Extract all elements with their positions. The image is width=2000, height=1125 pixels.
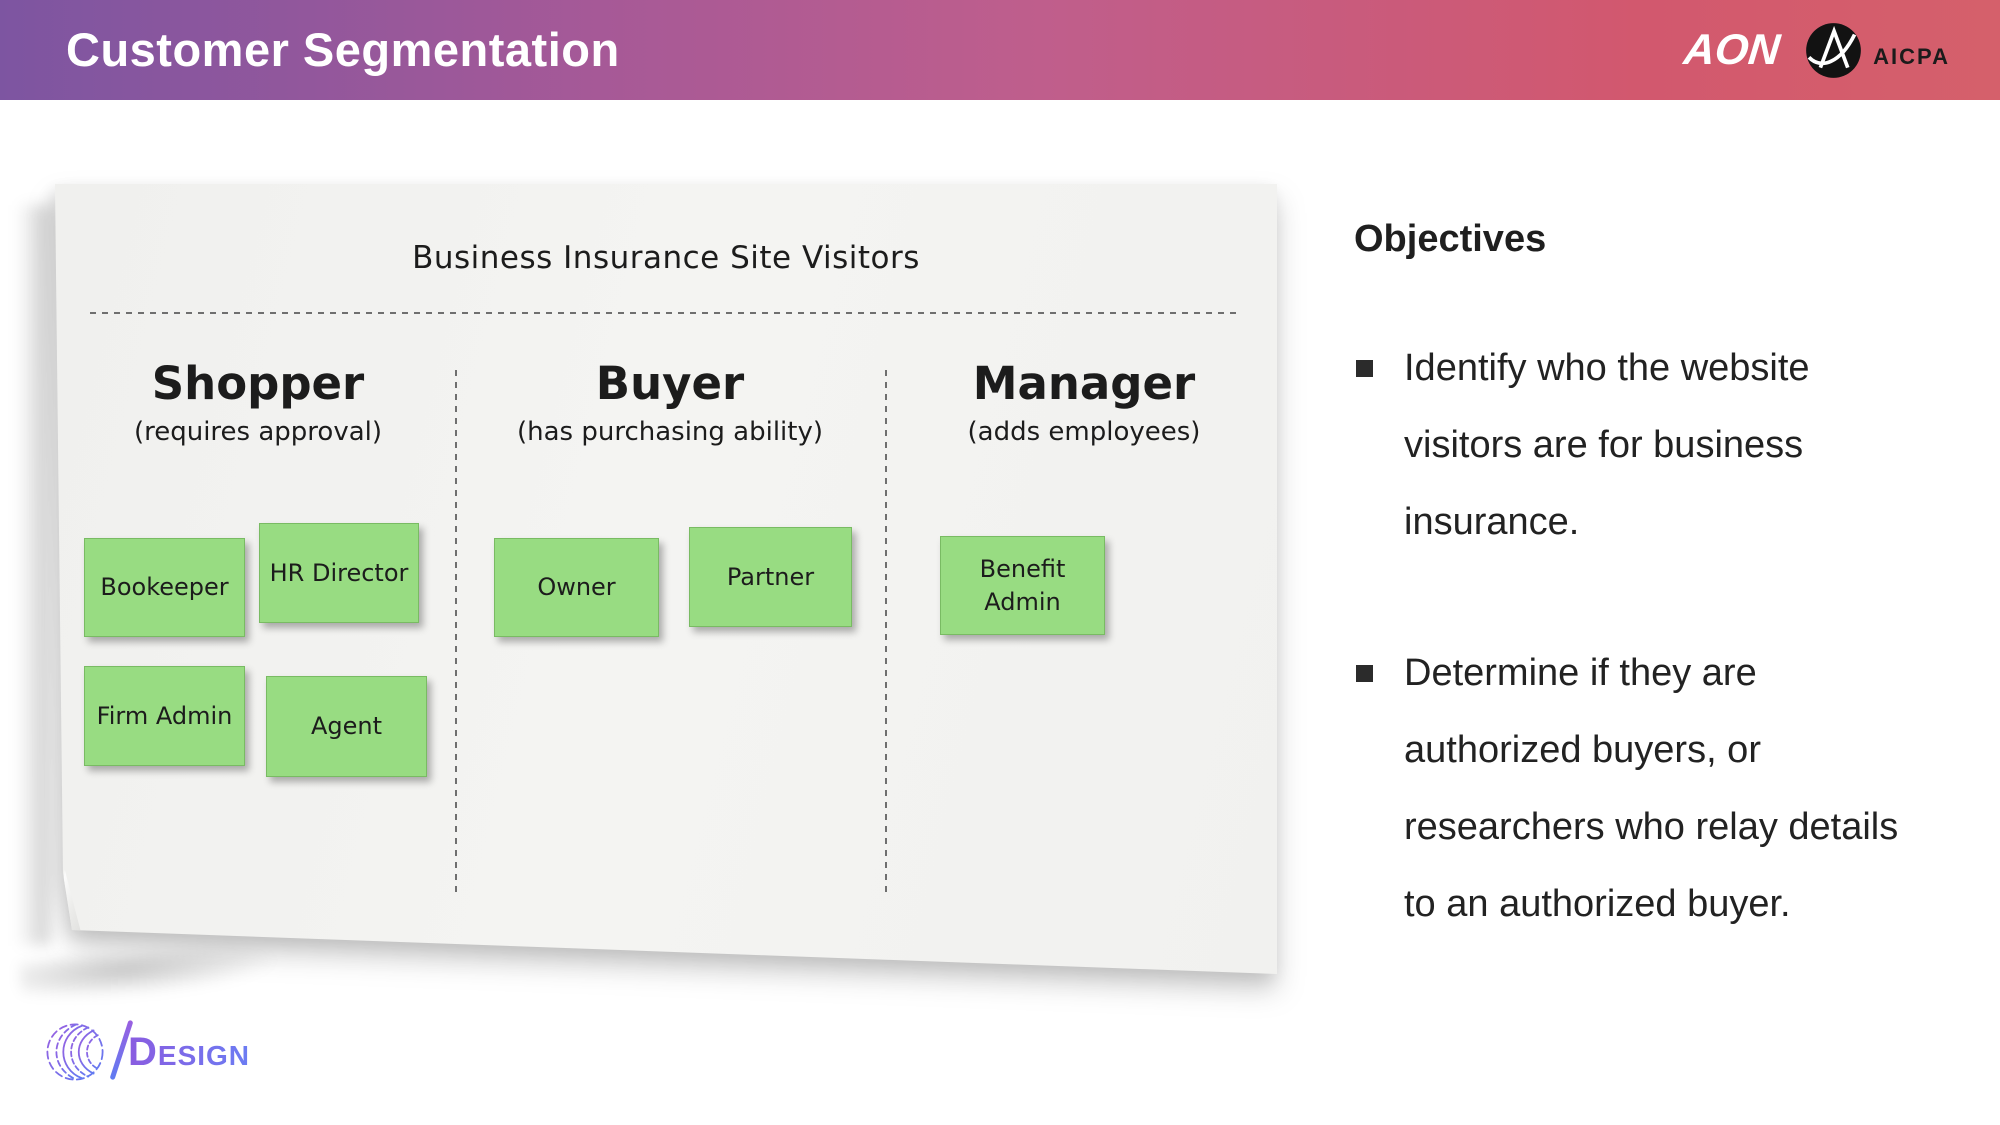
column-name: Buyer xyxy=(595,357,745,410)
aon-logo: AON xyxy=(1681,25,1782,74)
column-subtitle: (has purchasing ability) xyxy=(516,417,824,447)
objective-item: Determine if they are authorized buyers,… xyxy=(1354,635,1914,943)
column-name: Manager xyxy=(972,357,1196,410)
sticky-note-hr-director: HR Director xyxy=(259,523,419,623)
vertical-dashed-divider-1 xyxy=(455,370,457,893)
aicpa-logo: AICPA xyxy=(1805,22,1950,79)
header-logos: AON AICPA xyxy=(1681,0,1950,100)
column-subtitle: (adds employees) xyxy=(967,417,1201,447)
sticky-note-owner: Owner xyxy=(494,538,659,637)
vertical-dashed-divider-2 xyxy=(885,370,887,893)
aicpa-globe-icon xyxy=(1805,22,1862,79)
column-header-manager: Manager (adds employees) xyxy=(914,356,1254,448)
whiteboard-paper: Business Insurance Site Visitors Shopper… xyxy=(55,184,1277,974)
sticky-note-benefit-admin: Benefit Admin xyxy=(940,536,1105,635)
objective-item: Identify who the website visitors are fo… xyxy=(1354,330,1914,561)
design-wordmark: Design xyxy=(128,1029,251,1074)
aicpa-wordmark: AICPA xyxy=(1873,44,1950,69)
column-header-buyer: Buyer (has purchasing ability) xyxy=(500,356,840,448)
paper-curl xyxy=(57,870,83,940)
column-name: Shopper xyxy=(151,357,365,410)
whiteboard-paper-wrap: Business Insurance Site Visitors Shopper… xyxy=(55,184,1277,974)
sticky-note-partner: Partner xyxy=(689,527,852,627)
sticky-note-bookeeper: Bookeeper xyxy=(84,538,245,637)
bullet-square-icon xyxy=(1356,360,1373,377)
globe-wireframe-icon xyxy=(45,1022,105,1082)
bullet-square-icon xyxy=(1356,665,1373,682)
paper-left-shadow xyxy=(16,204,50,946)
sticky-note-agent: Agent xyxy=(266,676,427,777)
objectives-heading: Objectives xyxy=(1354,218,1547,260)
column-subtitle: (requires approval) xyxy=(133,417,383,447)
objectives-list: Identify who the website visitors are fo… xyxy=(1354,330,1914,943)
header-bar: Customer Segmentation AON AICPA xyxy=(0,0,2000,100)
board-title: Business Insurance Site Visitors xyxy=(412,240,920,276)
objective-text: Determine if they are authorized buyers,… xyxy=(1404,652,1899,925)
objective-text: Identify who the website visitors are fo… xyxy=(1404,347,1810,543)
design-brand-logo: Design xyxy=(45,1019,251,1082)
sticky-note-firm-admin: Firm Admin xyxy=(84,666,245,766)
page-title: Customer Segmentation xyxy=(66,23,620,76)
horizontal-dashed-divider xyxy=(90,312,1236,314)
column-header-shopper: Shopper (requires approval) xyxy=(88,356,428,448)
